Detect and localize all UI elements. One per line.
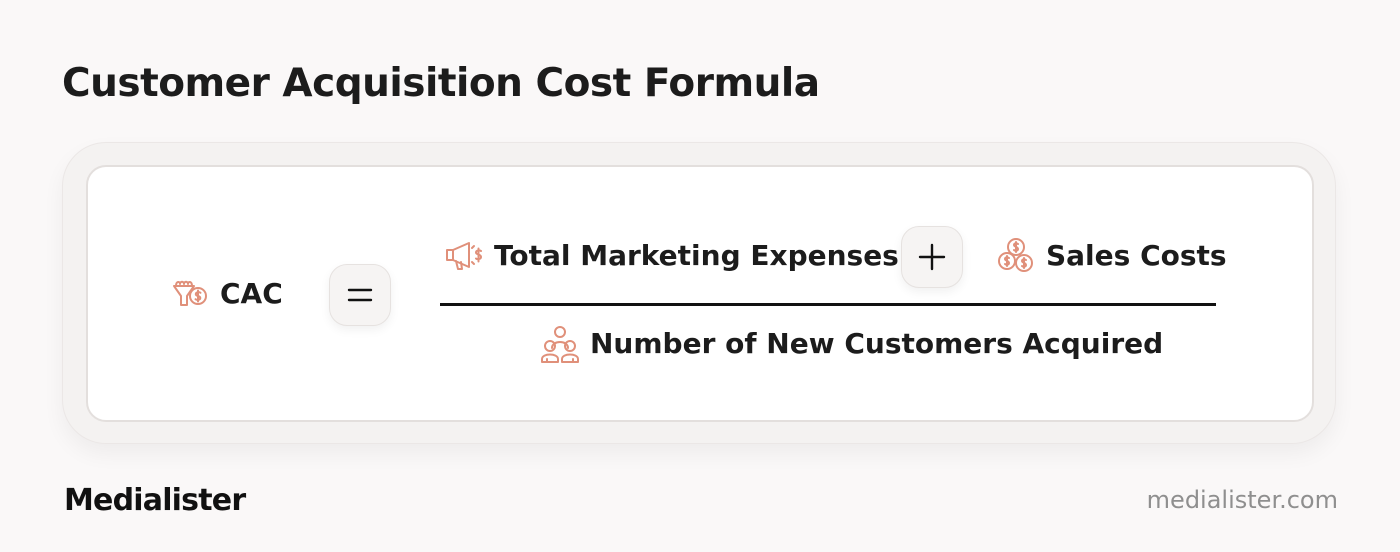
marketing-expenses-label: Total Marketing Expenses — [494, 239, 899, 272]
brand-url: medialister.com — [1146, 486, 1338, 514]
marketing-expenses-term: Total Marketing Expenses — [444, 236, 899, 276]
cac-label: CAC — [220, 277, 283, 310]
cac-term: CAC — [170, 274, 283, 314]
sales-costs-label: Sales Costs — [1046, 239, 1227, 272]
brand-logo: Medialister — [64, 483, 246, 518]
new-customers-term: Number of New Customers Acquired — [540, 324, 1163, 364]
page-title: Customer Acquisition Cost Formula — [62, 61, 820, 106]
sales-costs-term: Sales Costs — [996, 236, 1227, 276]
formula-card — [86, 165, 1314, 422]
plus-icon — [918, 243, 946, 271]
plus-button — [901, 226, 963, 288]
people-group-icon — [540, 324, 580, 364]
equals-icon — [347, 288, 373, 302]
fraction-divider — [440, 303, 1216, 306]
coins-dollar-icon — [996, 236, 1036, 276]
megaphone-dollar-icon — [444, 236, 484, 276]
new-customers-label: Number of New Customers Acquired — [590, 327, 1164, 360]
funnel-dollar-icon — [170, 274, 210, 314]
equals-button — [329, 264, 391, 326]
